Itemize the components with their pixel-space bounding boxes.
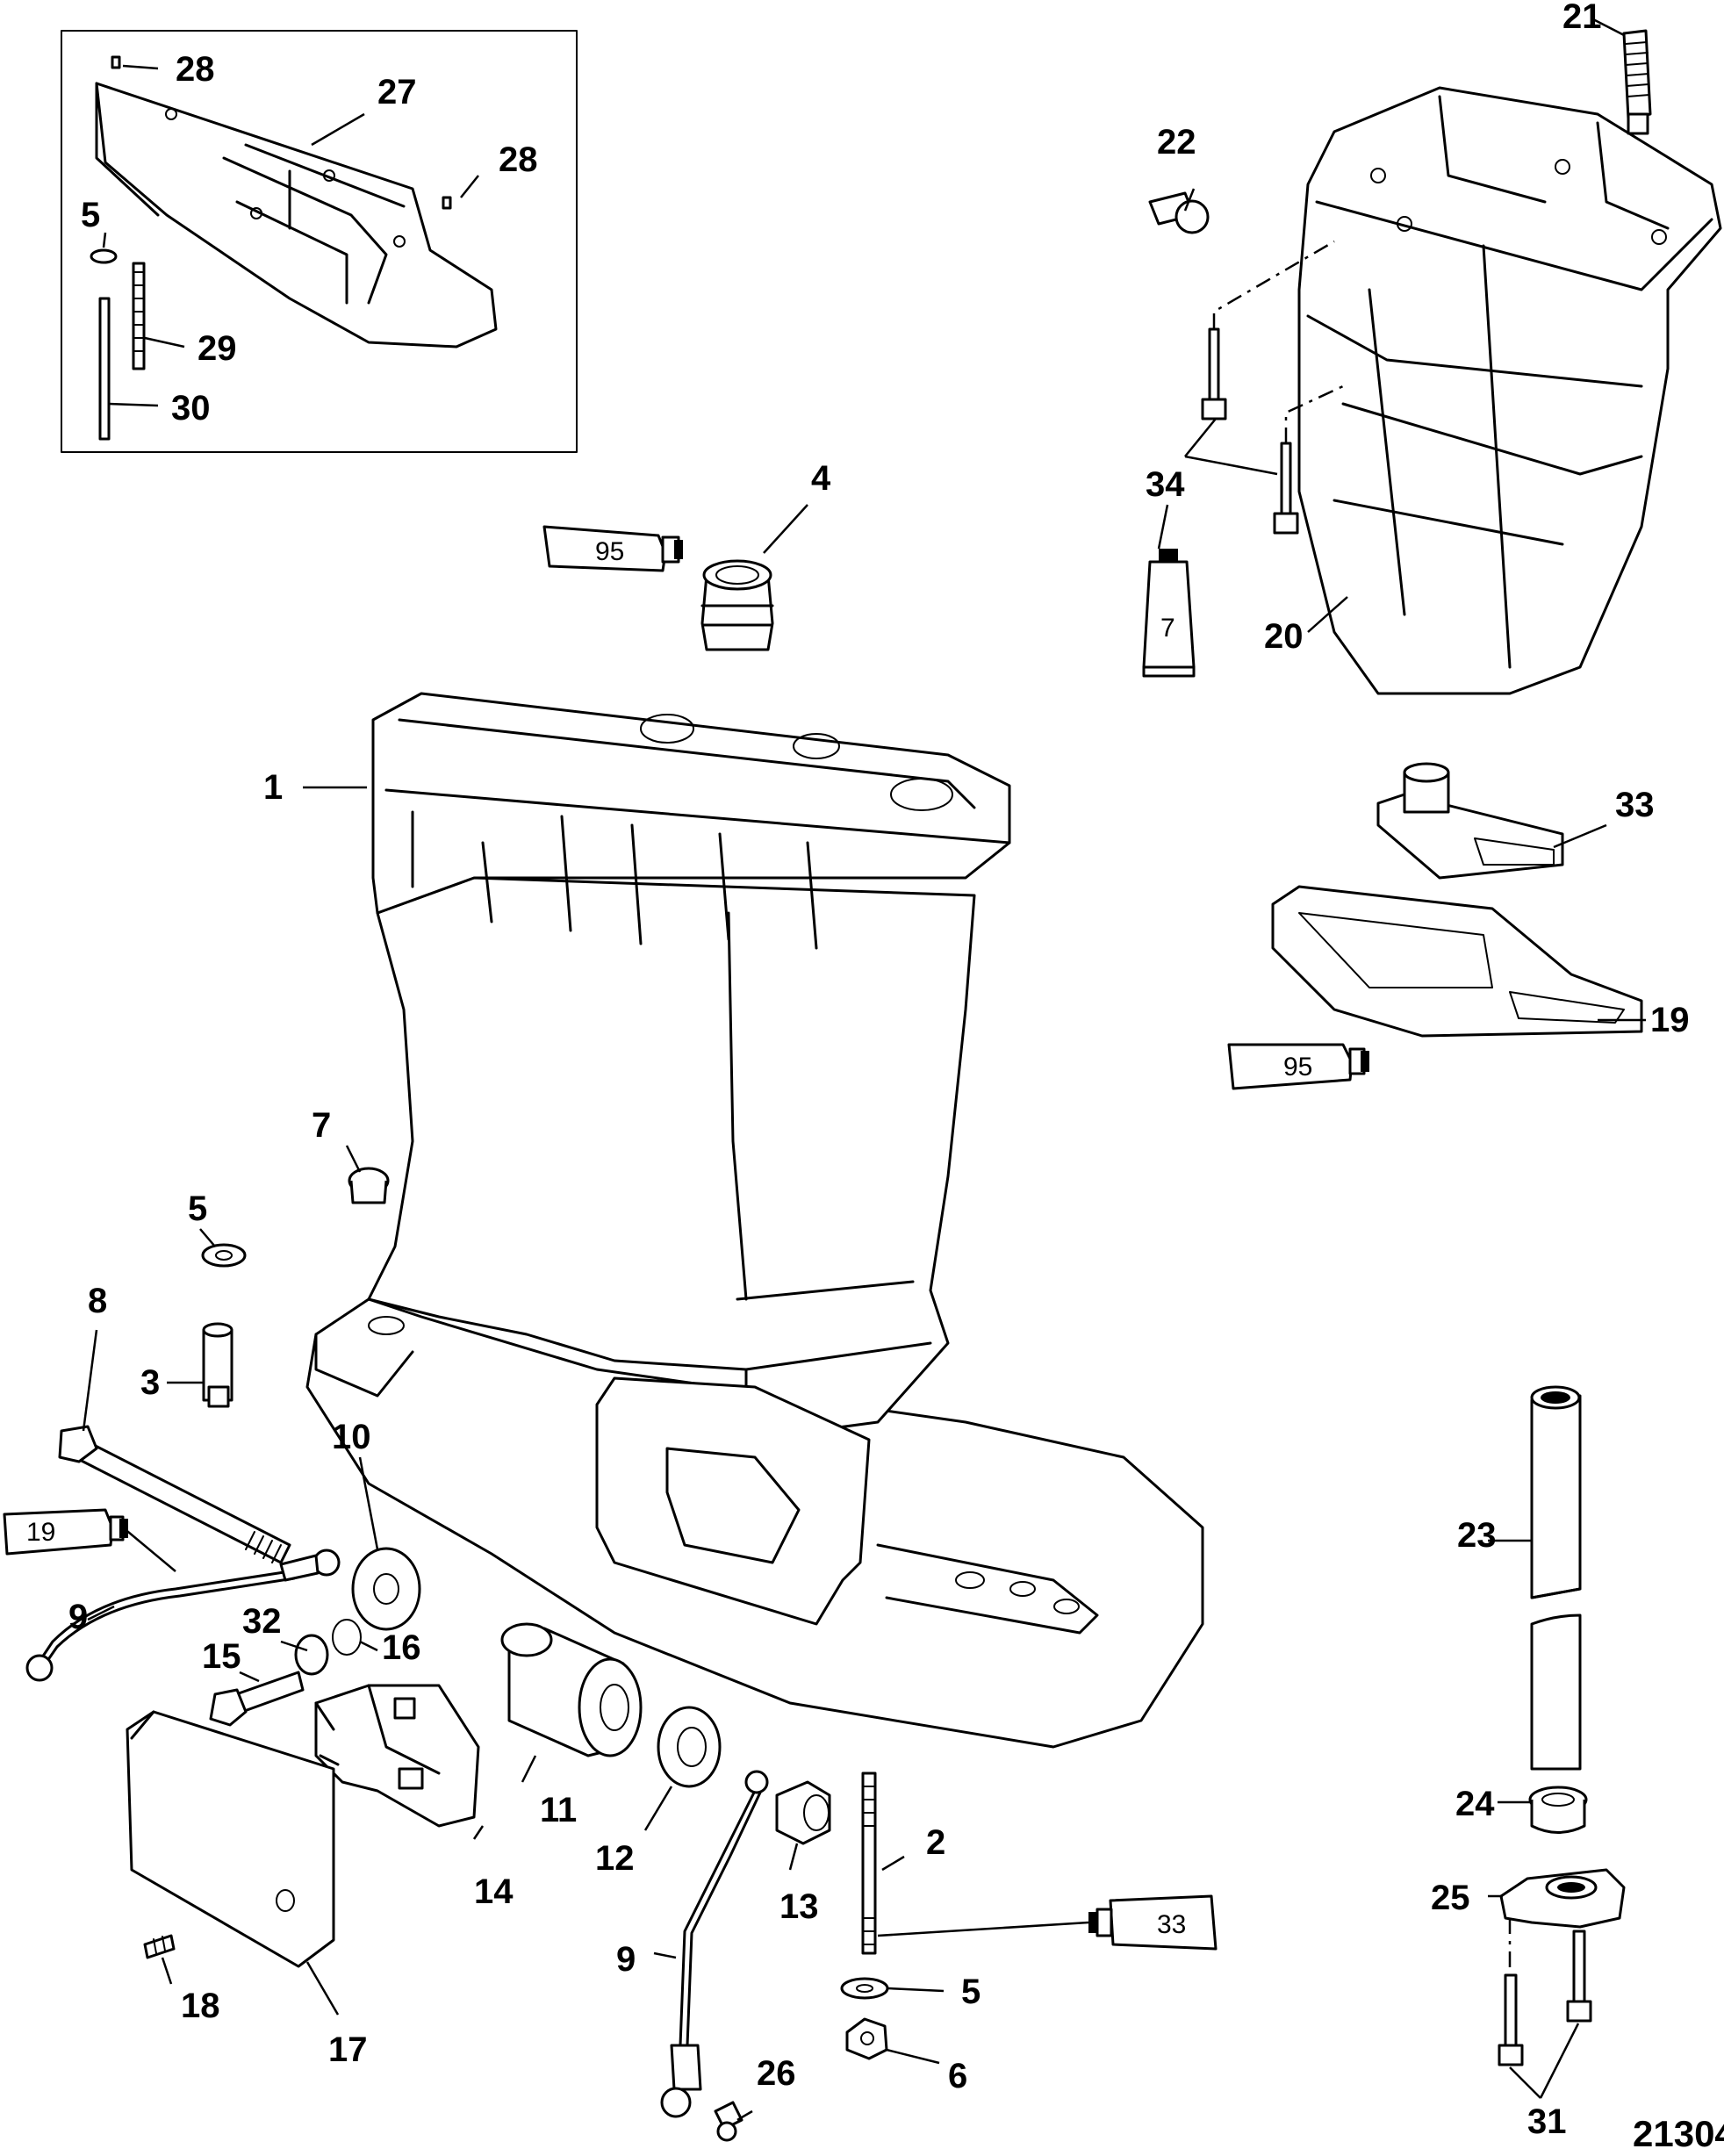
- callout-23: 23: [1457, 1516, 1497, 1555]
- callout-12: 12: [595, 1839, 635, 1878]
- part-3-pin: [202, 1322, 233, 1408]
- tube-label-7: 7: [1160, 614, 1175, 643]
- part-34-bolts: [1201, 240, 1344, 535]
- callout-31: 31: [1527, 2102, 1567, 2141]
- inset-frame: [61, 30, 578, 453]
- callout-30: 30: [171, 389, 211, 428]
- callout-14: 14: [474, 1872, 514, 1911]
- part-8-bolt: [58, 1425, 291, 1564]
- callout-21: 21: [1562, 0, 1602, 36]
- callout-10: 10: [332, 1418, 371, 1456]
- callout-16: 16: [382, 1628, 421, 1667]
- washer-5-bottom-hole: [856, 1984, 873, 1993]
- washer-12: [657, 1706, 722, 1788]
- callout-25: 25: [1431, 1879, 1470, 1917]
- inset-panel: [61, 30, 578, 453]
- tube-label-33: 33: [1157, 1910, 1186, 1939]
- part-25-tube-housing: [1499, 1868, 1626, 1975]
- callout-27: 27: [377, 73, 417, 111]
- part-9-ground-strap-lower: [660, 1770, 769, 2118]
- part-7-plug: [348, 1167, 390, 1204]
- callout-leaders: [82, 18, 1646, 2122]
- callout-24: 24: [1455, 1785, 1495, 1823]
- callout-5b: 5: [188, 1189, 207, 1228]
- part-24-seal: [1528, 1786, 1588, 1834]
- part-14-bracket: [314, 1684, 480, 1828]
- part-33-gasket: [1376, 762, 1564, 880]
- reference-number: 21304: [1633, 2113, 1724, 2154]
- callout-8: 8: [88, 1282, 107, 1320]
- callout-1: 1: [263, 768, 283, 807]
- part-6-nut: [845, 2017, 888, 2060]
- callout-26: 26: [757, 2054, 796, 2093]
- part-23-water-tube: [1530, 1385, 1582, 1771]
- part-15-screw: [209, 1671, 305, 1727]
- part-20-adapter-plate: [1297, 86, 1722, 695]
- part-31-screws: [1498, 1930, 1592, 2066]
- part-21-filter: [1622, 29, 1652, 135]
- part-11-bushing: [500, 1622, 643, 1757]
- stud-29: [132, 262, 146, 370]
- callout-22: 22: [1157, 123, 1196, 162]
- callout-32: 32: [242, 1602, 282, 1641]
- callout-3: 3: [140, 1363, 160, 1402]
- callout-34: 34: [1146, 465, 1185, 504]
- pin-28-right: [442, 196, 452, 210]
- washer-12-hole: [677, 1727, 707, 1767]
- washer-16: [332, 1619, 362, 1656]
- tube-label-95-right: 95: [1283, 1053, 1312, 1082]
- part-17-cover-plate: [126, 1710, 335, 1968]
- callout-13: 13: [779, 1887, 819, 1926]
- part-26-screw: [714, 2101, 743, 2142]
- part-18-screw: [143, 1934, 176, 1959]
- sealant-tube-95-right: 95: [1227, 1043, 1369, 1090]
- part-19-gasket: [1271, 885, 1643, 1038]
- callout-33: 33: [1615, 786, 1655, 824]
- pin-28-top: [111, 55, 121, 69]
- callout-28a: 28: [176, 50, 215, 89]
- callout-2: 2: [926, 1823, 945, 1862]
- callout-15: 15: [202, 1637, 241, 1676]
- sealant-tube-7: 7: [1142, 549, 1196, 678]
- part-13-nut: [775, 1780, 831, 1845]
- part-22-clip: [1148, 191, 1210, 234]
- bolt-30: [98, 297, 111, 441]
- part-2-stud: [861, 1772, 877, 1955]
- washer-5-left: [201, 1243, 247, 1268]
- lockwasher-32: [294, 1634, 329, 1676]
- callout-20: 20: [1264, 617, 1304, 656]
- callout-6: 6: [948, 2057, 967, 2095]
- washer-10-hole: [373, 1573, 399, 1605]
- callout-11: 11: [540, 1791, 577, 1829]
- callout-5a: 5: [81, 196, 100, 234]
- callout-17: 17: [328, 2030, 368, 2069]
- sealant-tube-33: 33: [1088, 1894, 1218, 1951]
- washer-5-left-hole: [215, 1250, 233, 1261]
- washer-5-inset: [90, 248, 118, 264]
- tube-label-19: 19: [26, 1518, 55, 1547]
- sealant-tube-95-top: 95: [542, 525, 683, 572]
- driveshaft-housing-part: [305, 692, 1204, 1749]
- callout-29: 29: [198, 329, 237, 368]
- part-9-ground-strap-upper: [25, 1527, 341, 1682]
- tube-label-95-top: 95: [595, 537, 624, 566]
- inset-housing-part: [95, 82, 498, 349]
- sealant-tube-19: 19: [3, 1508, 128, 1556]
- callout-9a: 9: [68, 1598, 88, 1636]
- callout-28b: 28: [499, 140, 538, 179]
- part-4-bushing: [700, 559, 774, 651]
- callout-4: 4: [811, 459, 831, 498]
- callout-labels: 28 27 28 5 29 30 21 22 34 4 20 33 19 1 7…: [68, 0, 1724, 2154]
- callout-5c: 5: [961, 1973, 981, 2011]
- washer-10: [351, 1547, 421, 1631]
- callout-19: 19: [1650, 1001, 1690, 1039]
- callout-9b: 9: [616, 1940, 636, 1979]
- callout-7: 7: [312, 1106, 331, 1145]
- washer-5-bottom: [840, 1977, 889, 2000]
- callout-18: 18: [181, 1987, 220, 2025]
